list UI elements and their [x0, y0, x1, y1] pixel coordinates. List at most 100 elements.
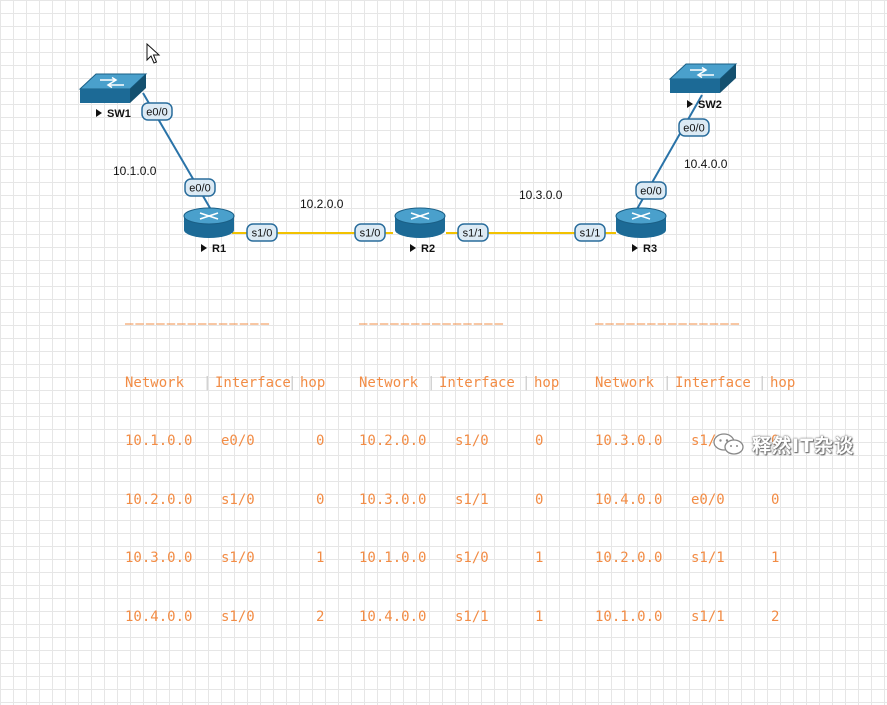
table-row: 10.2.0.0 s1/0 0 [125, 491, 324, 511]
table-row: 10.2.0.0 s1/1 1 [595, 549, 779, 569]
header-hop: hop [300, 374, 326, 391]
iface-badge-r3-e0-0[interactable]: e0/0 [635, 181, 667, 200]
iface-badge-sw2-e0-0[interactable]: e0/0 [678, 118, 710, 137]
column-separator: | [663, 374, 672, 391]
wechat-icon [713, 433, 744, 455]
table-divider: —————————————— [359, 316, 506, 332]
cell-hop: 0 [535, 433, 544, 449]
cell-interface: e0/0 [691, 491, 725, 508]
table-header-row: Network | Interface | hop [125, 374, 325, 394]
cell-hop: 0 [316, 433, 325, 449]
header-interface: Interface [675, 374, 751, 391]
router-arrows-icon [199, 212, 219, 220]
table-row: 10.1.0.0 e0/0 0 [125, 432, 324, 452]
svg-text:R1: R1 [212, 243, 226, 255]
table-row: 10.1.0.0 s1/0 1 [359, 549, 543, 569]
cell-network: 10.4.0.0 [595, 491, 663, 508]
iface-badge-r3-s1-1[interactable]: s1/1 [574, 223, 606, 242]
header-interface: Interface [215, 374, 291, 391]
router-r3-label: R3 [632, 243, 657, 255]
switch-sw2[interactable] [668, 63, 738, 93]
cell-interface: e0/0 [221, 433, 255, 449]
svg-text:e0/0: e0/0 [640, 186, 661, 198]
cell-network: 10.1.0.0 [125, 433, 193, 449]
cell-interface: s1/0 [455, 550, 489, 566]
iface-badge-r1-s1-0[interactable]: s1/0 [246, 223, 278, 242]
router-r3[interactable] [615, 207, 667, 238]
cell-interface: s1/1 [691, 550, 725, 566]
topology-canvas: SW1 SW2 R1 R2 [78, 42, 738, 255]
svg-text:s1/1: s1/1 [580, 228, 601, 240]
header-network: Network [359, 374, 419, 391]
table-divider: —————————————— [125, 316, 272, 332]
table-divider: —————————————— [595, 316, 742, 332]
table-row: 10.1.0.0 s1/1 2 [595, 608, 779, 628]
table-row: 10.4.0.0 e0/0 0 [595, 491, 779, 511]
switch-sw2-label: SW2 [687, 99, 722, 111]
cell-hop: 2 [771, 608, 780, 625]
svg-text:s1/1: s1/1 [463, 228, 484, 240]
column-separator: | [427, 374, 436, 391]
network-label-10-4: 10.4.0.0 [684, 157, 728, 171]
switch-sw1-label: SW1 [96, 108, 131, 120]
cell-hop: 0 [535, 491, 544, 508]
cell-hop: 1 [316, 550, 325, 566]
iface-badge-r1-e0-0[interactable]: e0/0 [184, 178, 216, 197]
cell-hop: 1 [535, 608, 544, 625]
cell-network: 10.3.0.0 [125, 550, 193, 566]
cell-network: 10.1.0.0 [359, 550, 427, 566]
router-r1-label: R1 [201, 243, 226, 255]
cell-hop: 0 [771, 491, 780, 508]
cell-interface: s1/0 [455, 433, 489, 449]
switch-arrows-icon [690, 66, 714, 79]
header-hop: hop [534, 374, 560, 391]
column-separator: | [203, 374, 212, 391]
router-r2-label: R2 [410, 243, 435, 255]
watermark: 释然IT杂谈 [712, 431, 854, 457]
column-separator: | [522, 374, 531, 391]
routing-table-r2: —————————————— Network | Interface | hop… [359, 276, 559, 647]
cell-interface: s1/1 [455, 491, 489, 508]
network-label-10-2: 10.2.0.0 [300, 197, 344, 211]
cell-interface: s1/0 [221, 491, 255, 508]
svg-text:s1/0: s1/0 [252, 228, 273, 240]
switch-arrows-icon [100, 76, 124, 89]
cell-interface: s1/0 [221, 608, 255, 625]
cell-network: 10.4.0.0 [359, 608, 427, 625]
switch-sw1[interactable] [78, 73, 148, 103]
network-label-10-3: 10.3.0.0 [519, 188, 563, 202]
iface-badge-sw1-e0-0[interactable]: e0/0 [141, 102, 173, 121]
cell-network: 10.2.0.0 [125, 491, 193, 508]
cell-interface: s1/1 [455, 608, 489, 625]
cell-hop: 0 [771, 433, 780, 449]
svg-text:SW1: SW1 [107, 108, 131, 120]
mouse-cursor-icon [146, 42, 161, 64]
iface-badge-r2-s1-0[interactable]: s1/0 [354, 223, 386, 242]
router-r1[interactable] [183, 207, 235, 238]
cell-network: 10.2.0.0 [595, 550, 663, 566]
router-arrows-icon [410, 212, 430, 220]
routing-table-r3: —————————————— Network | Interface | hop… [595, 276, 795, 647]
column-separator: | [288, 374, 297, 391]
router-r2[interactable] [394, 207, 446, 238]
svg-text:e0/0: e0/0 [146, 107, 167, 119]
cell-network: 10.2.0.0 [359, 433, 427, 449]
routing-table-r1: —————————————— Network | Interface | hop… [125, 276, 325, 647]
header-network: Network [595, 374, 655, 391]
cell-interface: s1/0 [221, 550, 255, 566]
router-arrows-icon [631, 212, 651, 220]
cell-hop: 1 [771, 550, 780, 566]
cell-network: 10.1.0.0 [595, 608, 663, 625]
table-row: 10.4.0.0 s1/1 1 [359, 608, 543, 628]
svg-text:R3: R3 [643, 243, 657, 255]
iface-badge-r2-s1-1[interactable]: s1/1 [457, 223, 489, 242]
cell-hop: 2 [316, 608, 325, 625]
cell-network: 10.4.0.0 [125, 608, 193, 625]
table-header-row: Network | Interface | hop [595, 374, 795, 394]
svg-text:e0/0: e0/0 [683, 123, 704, 135]
watermark-text: 释然IT杂谈 [752, 434, 855, 457]
header-hop: hop [770, 374, 796, 391]
cell-hop: 1 [535, 550, 544, 566]
svg-text:e0/0: e0/0 [189, 183, 210, 195]
svg-text:s1/0: s1/0 [360, 228, 381, 240]
